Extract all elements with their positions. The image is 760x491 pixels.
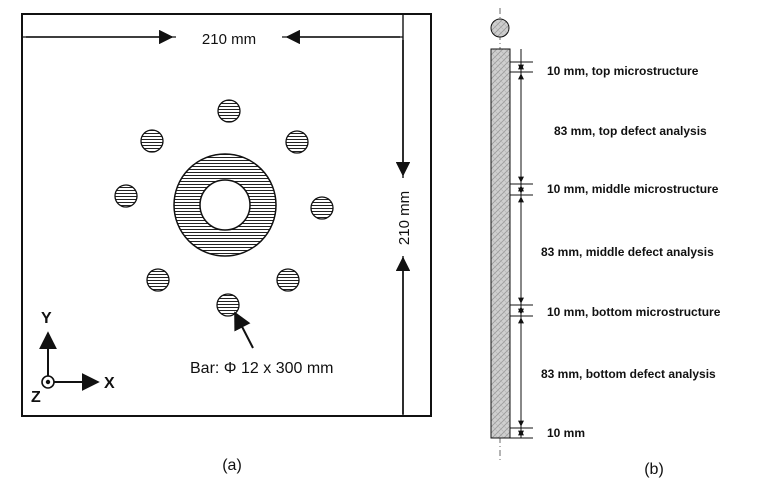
height-label: 210 mm bbox=[396, 191, 413, 245]
segment-label-3: 10 mm, middle microstructure bbox=[547, 182, 719, 196]
bar-top-left bbox=[140, 129, 164, 153]
segment-label-4: 83 mm, middle defect analysis bbox=[541, 245, 714, 259]
bar-label: Bar: Φ 12 x 300 mm bbox=[190, 360, 333, 377]
bar-bottom-right bbox=[276, 268, 300, 292]
segment-label-1: 10 mm, top microstructure bbox=[547, 64, 699, 78]
axis-y-label: Y bbox=[41, 310, 52, 327]
segment-label-6: 83 mm, bottom defect analysis bbox=[541, 367, 716, 381]
bar-side-view bbox=[490, 48, 511, 439]
caption-b: (b) bbox=[644, 461, 664, 478]
panel-a: 210 mm 210 mm Bar: Φ 12 x 300 mm Y X Z (… bbox=[21, 13, 432, 474]
bar-top bbox=[217, 99, 241, 123]
segment-label-5: 10 mm, bottom microstructure bbox=[547, 305, 721, 319]
caption-a: (a) bbox=[222, 457, 242, 474]
width-label: 210 mm bbox=[202, 31, 256, 48]
segment-label-7: 10 mm bbox=[547, 426, 585, 440]
bar-right bbox=[310, 196, 334, 220]
bar-bottom bbox=[216, 293, 240, 317]
bar-top-right bbox=[285, 130, 309, 154]
panel-b: 10 mm, top microstructure 83 mm, top def… bbox=[490, 8, 721, 478]
bar-bottom-left bbox=[146, 268, 170, 292]
axis-z-label: Z bbox=[31, 389, 41, 406]
central-hole bbox=[199, 179, 251, 231]
section-dimensions bbox=[510, 49, 533, 439]
bar-left bbox=[114, 184, 138, 208]
axis-x-label: X bbox=[104, 375, 115, 392]
segment-label-2: 83 mm, top defect analysis bbox=[554, 124, 707, 138]
bar-cross-section bbox=[490, 18, 510, 38]
bar-callout-arrow bbox=[234, 311, 254, 349]
